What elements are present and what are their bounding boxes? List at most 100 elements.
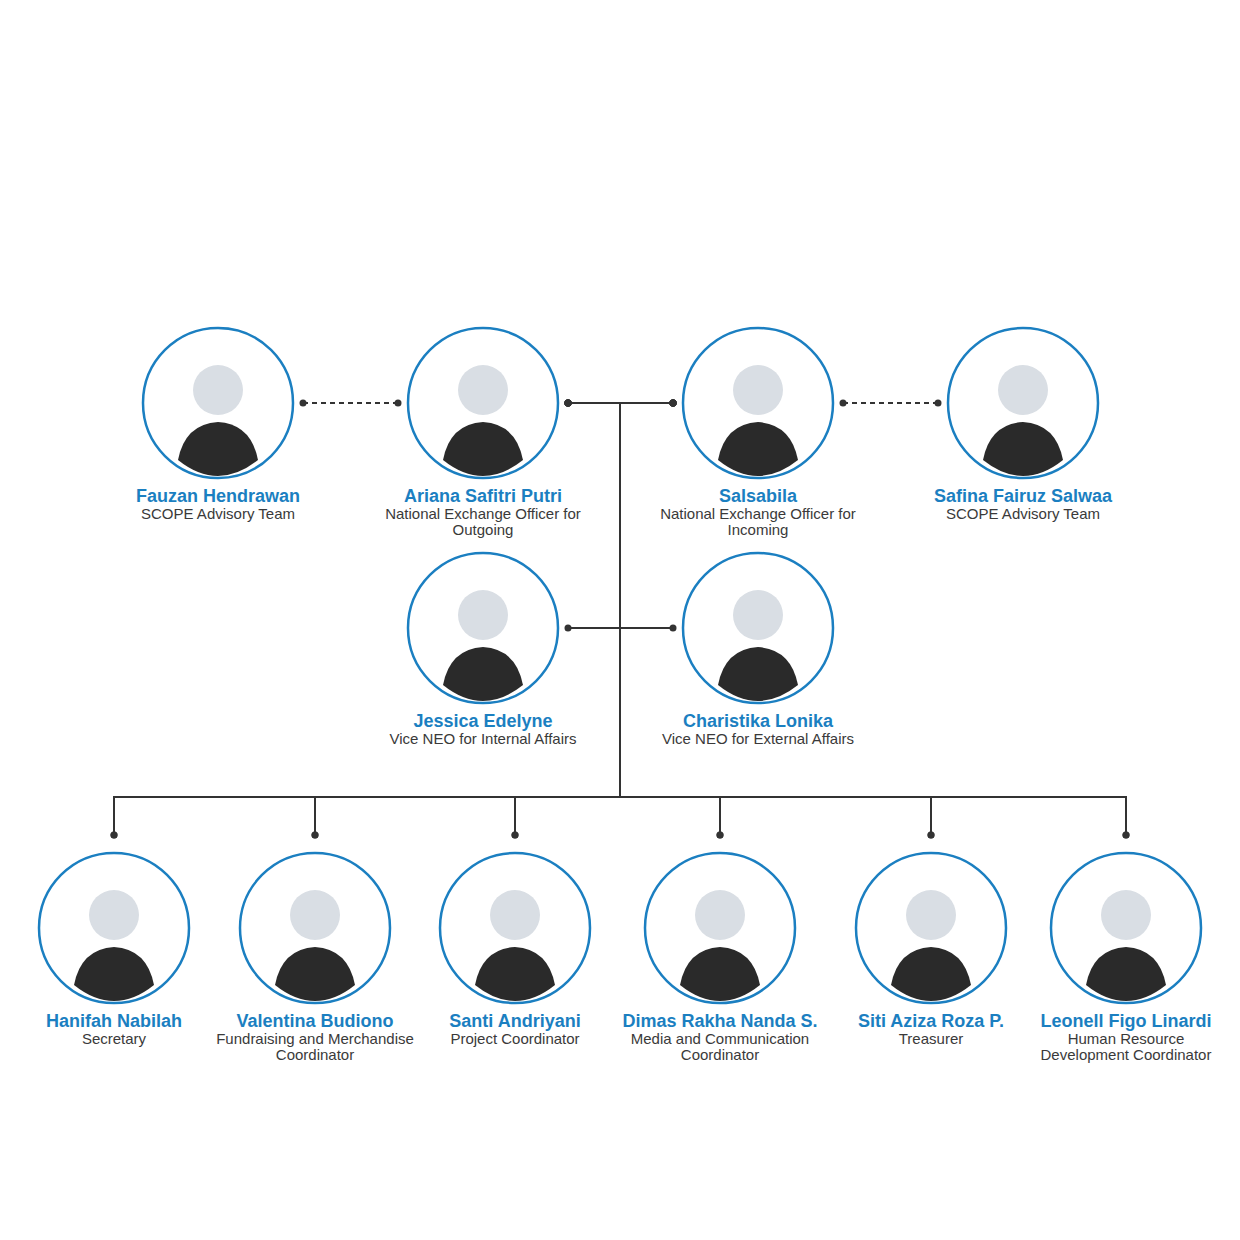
person-card: Hanifah NabilahSecretary (12, 851, 216, 1047)
person-role: Fundraising and Merchandise Coordinator (213, 1031, 417, 1063)
portrait-shirt (891, 947, 971, 1001)
connector-dot (111, 832, 118, 839)
person-card: SalsabilaNational Exchange Officer for I… (643, 326, 873, 538)
org-connector (114, 403, 620, 835)
person-name: Dimas Rakha Nanda S. (618, 1011, 822, 1031)
person-card: Ariana Safitri PutriNational Exchange Of… (368, 326, 598, 538)
circle-frame (440, 853, 590, 1003)
connector-dot (840, 400, 847, 407)
portrait-shirt (178, 422, 258, 476)
connector-dot (670, 625, 677, 632)
portrait-head (193, 365, 243, 415)
portrait-head (733, 365, 783, 415)
person-name: Siti Aziza Roza P. (829, 1011, 1033, 1031)
circle-frame (645, 853, 795, 1003)
person-role: SCOPE Advisory Team (103, 506, 333, 522)
org-connector (568, 403, 1126, 835)
portrait-head (695, 890, 745, 940)
person-role: National Exchange Officer for Outgoing (368, 506, 598, 538)
person-card: Jessica EdelyneVice NEO for Internal Aff… (373, 551, 593, 747)
portrait-head (290, 890, 340, 940)
portrait-shirt (983, 422, 1063, 476)
person-card: Leonell Figo LinardiHuman Resource Devel… (1024, 851, 1228, 1063)
person-card: Dimas Rakha Nanda S.Media and Communicat… (618, 851, 822, 1063)
photo-circle (37, 851, 191, 1005)
portrait-head (458, 590, 508, 640)
connector-dot (312, 832, 319, 839)
connector-dot (111, 832, 118, 839)
connector-dot (395, 400, 402, 407)
dashed-connector (303, 402, 398, 404)
person-card: Charistika LonikaVice NEO for External A… (648, 551, 868, 747)
circle-frame (240, 853, 390, 1003)
portrait-shirt (275, 947, 355, 1001)
connector-dot (565, 400, 572, 407)
connector-dot (670, 400, 677, 407)
person-role: Vice NEO for Internal Affairs (373, 731, 593, 747)
portrait-shirt (475, 947, 555, 1001)
circle-frame (408, 328, 558, 478)
photo-circle (406, 326, 560, 480)
org-connector (568, 403, 931, 835)
photo-circle (406, 551, 560, 705)
org-connector (114, 403, 673, 835)
connector-dot (670, 400, 677, 407)
person-card: Siti Aziza Roza P.Treasurer (829, 851, 1033, 1047)
connector-dot (312, 832, 319, 839)
connector-dot (928, 832, 935, 839)
connector-dot (670, 400, 677, 407)
person-card: Safina Fairuz SalwaaSCOPE Advisory Team (908, 326, 1138, 522)
portrait-head (89, 890, 139, 940)
connector-dot (928, 832, 935, 839)
person-name: Safina Fairuz Salwaa (908, 486, 1138, 506)
person-name: Jessica Edelyne (373, 711, 593, 731)
photo-circle (854, 851, 1008, 1005)
connector-dot (565, 400, 572, 407)
connector-dot (670, 400, 677, 407)
circle-frame (948, 328, 1098, 478)
person-role: SCOPE Advisory Team (908, 506, 1138, 522)
circle-frame (683, 328, 833, 478)
circle-frame (1051, 853, 1201, 1003)
person-role: Media and Communication Coordinator (618, 1031, 822, 1063)
person-role: Vice NEO for External Affairs (648, 731, 868, 747)
portrait-head (490, 890, 540, 940)
connector-dot (670, 400, 677, 407)
person-role: Project Coordinator (413, 1031, 617, 1047)
photo-circle (643, 851, 797, 1005)
portrait-head (1101, 890, 1151, 940)
portrait-shirt (1086, 947, 1166, 1001)
connector-dot (565, 400, 572, 407)
portrait-shirt (680, 947, 760, 1001)
connector-dot (565, 400, 572, 407)
portrait-head (906, 890, 956, 940)
connector-dot (1123, 832, 1130, 839)
portrait-shirt (443, 422, 523, 476)
person-role: Secretary (12, 1031, 216, 1047)
circle-frame (39, 853, 189, 1003)
person-role: Human Resource Development Coordinator (1024, 1031, 1228, 1063)
photo-circle (141, 326, 295, 480)
person-name: Salsabila (643, 486, 873, 506)
person-name: Fauzan Hendrawan (103, 486, 333, 506)
connector-dot (565, 400, 572, 407)
portrait-shirt (718, 422, 798, 476)
connector-dot (717, 832, 724, 839)
connector-dot (717, 832, 724, 839)
person-name: Charistika Lonika (648, 711, 868, 731)
connector-dot (670, 400, 677, 407)
connector-dot (565, 400, 572, 407)
connector-dot (565, 625, 572, 632)
person-role: National Exchange Officer for Incoming (643, 506, 873, 538)
person-card: Valentina BudionoFundraising and Merchan… (213, 851, 417, 1063)
person-name: Valentina Budiono (213, 1011, 417, 1031)
connector-dot (1123, 832, 1130, 839)
photo-circle (1049, 851, 1203, 1005)
circle-frame (143, 328, 293, 478)
photo-circle (946, 326, 1100, 480)
person-name: Leonell Figo Linardi (1024, 1011, 1228, 1031)
org-connector (620, 403, 1126, 835)
portrait-head (733, 590, 783, 640)
person-name: Hanifah Nabilah (12, 1011, 216, 1031)
